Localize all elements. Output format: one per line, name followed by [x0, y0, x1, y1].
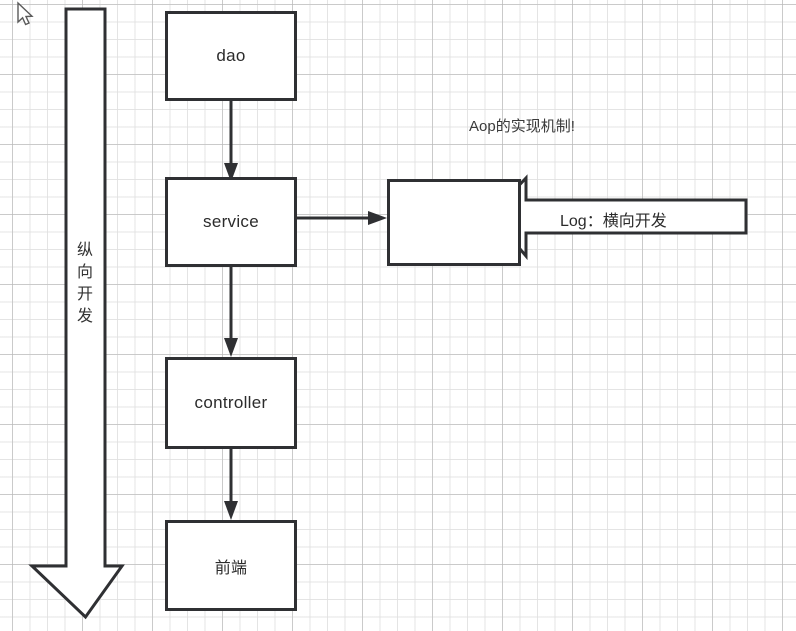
node-controller-label: controller	[194, 393, 268, 412]
log-block-arrow	[488, 174, 748, 261]
node-controller[interactable]: controller	[165, 357, 297, 449]
vertical-arrow-char-3: 开	[76, 286, 93, 303]
log-arrow-label: Log：横向开发	[560, 213, 667, 230]
node-service-label: service	[203, 212, 259, 231]
node-frontend[interactable]: 前端	[165, 520, 297, 611]
vertical-block-arrow	[28, 7, 125, 620]
node-service[interactable]: service	[165, 177, 297, 267]
connector-service-controller	[224, 266, 238, 357]
mouse-cursor-icon	[17, 1, 34, 26]
vertical-arrow-label: 纵 向 开 发	[74, 240, 96, 328]
connector-dao-service	[224, 101, 238, 182]
connector-controller-frontend	[224, 449, 238, 520]
connector-service-aop	[297, 211, 387, 225]
aop-note-label: Aop的实现机制!	[469, 118, 575, 135]
vertical-arrow-char-1: 纵	[76, 242, 93, 259]
vertical-arrow-char-2: 向	[76, 264, 93, 281]
vertical-arrow-char-4: 发	[76, 308, 93, 325]
node-dao[interactable]: dao	[165, 11, 297, 101]
node-aop-target[interactable]	[387, 179, 521, 266]
node-dao-label: dao	[216, 46, 246, 65]
node-frontend-label: 前端	[214, 559, 248, 577]
